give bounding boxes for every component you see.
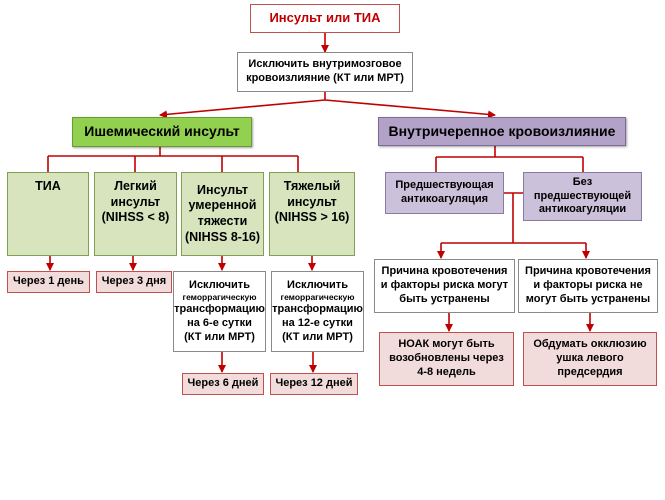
start-node-label: Инсульт или ТИА [269,10,381,26]
noac-resume-label: НОАК могут быть возобновлены через 4-8 н… [389,338,504,378]
moderate-check-line3: трансформацию на 6-е сутки (КТ или МРТ) [174,303,265,343]
moderate-check-line2: геморрагическую [182,292,257,303]
severe-check-line3: трансформацию на 12-е сутки (КТ или МРТ) [272,303,363,343]
tia-node: ТИА [7,172,89,256]
mild-result-node: Через 3 дня [96,271,172,293]
tia-result-label: Через 1 день [13,275,84,288]
tia-label: ТИА [35,179,61,193]
prior-anticoagulation-label: Предшествующая антикоагуляция [395,179,494,205]
intracranial-hemorrhage-label: Внутричерепное кровоизлияние [388,122,616,139]
mild-result-label: Через 3 дня [101,275,167,288]
exclude-hemorrhage-label: Исключить внутримозговое кровоизлияние (… [246,58,404,84]
removable-cause-label: Причина кровотечения и факторы риска мог… [380,265,509,305]
moderate-stroke-label: Инсульт умеренной тяжести (NIHSS 8-16) [184,182,261,244]
mild-stroke-label: Легкий инсульт (NIHSS < 8) [101,179,170,225]
not-removable-cause-label: Причина кровотечения и факторы риска не … [525,265,651,305]
severe-check-line1: Исключить [287,278,348,291]
severe-check-line2: геморрагическую [280,292,355,303]
tia-result-node: Через 1 день [7,271,90,293]
moderate-stroke-node: Инсульт умеренной тяжести (NIHSS 8-16) [181,172,264,256]
prior-anticoagulation-node: Предшествующая антикоагуляция [385,172,504,214]
no-prior-anticoagulation-node: Без предшествующей антикоагуляции [523,172,642,221]
no-prior-anticoagulation-label: Без предшествующей антикоагуляции [533,175,632,216]
moderate-check-node: Исключить геморрагическую трансформацию … [173,271,266,352]
ischemic-stroke-label: Ишемический инсульт [84,123,240,140]
exclude-hemorrhage-node: Исключить внутримозговое кровоизлияние (… [237,52,413,92]
severe-stroke-label: Тяжелый инсульт (NIHSS > 16) [274,179,350,225]
laa-occlusion-node: Обдумать окклюзию ушка левого предсердия [523,332,657,386]
laa-occlusion-label: Обдумать окклюзию ушка левого предсердия [533,338,647,378]
severe-stroke-node: Тяжелый инсульт (NIHSS > 16) [269,172,355,256]
start-node: Инсульт или ТИА [250,4,400,33]
moderate-check-line1: Исключить [189,278,250,291]
mild-stroke-node: Легкий инсульт (NIHSS < 8) [94,172,177,256]
ischemic-stroke-node: Ишемический инсульт [72,117,252,147]
severe-check-node: Исключить геморрагическую трансформацию … [271,271,364,352]
severe-result-label: Через 12 дней [275,377,353,390]
moderate-result-label: Через 6 дней [187,377,259,390]
not-removable-cause-node: Причина кровотечения и факторы риска не … [518,259,658,313]
intracranial-hemorrhage-node: Внутричерепное кровоизлияние [378,117,626,146]
moderate-result-node: Через 6 дней [182,373,264,395]
noac-resume-node: НОАК могут быть возобновлены через 4-8 н… [379,332,514,386]
removable-cause-node: Причина кровотечения и факторы риска мог… [374,259,515,313]
severe-result-node: Через 12 дней [270,373,358,395]
